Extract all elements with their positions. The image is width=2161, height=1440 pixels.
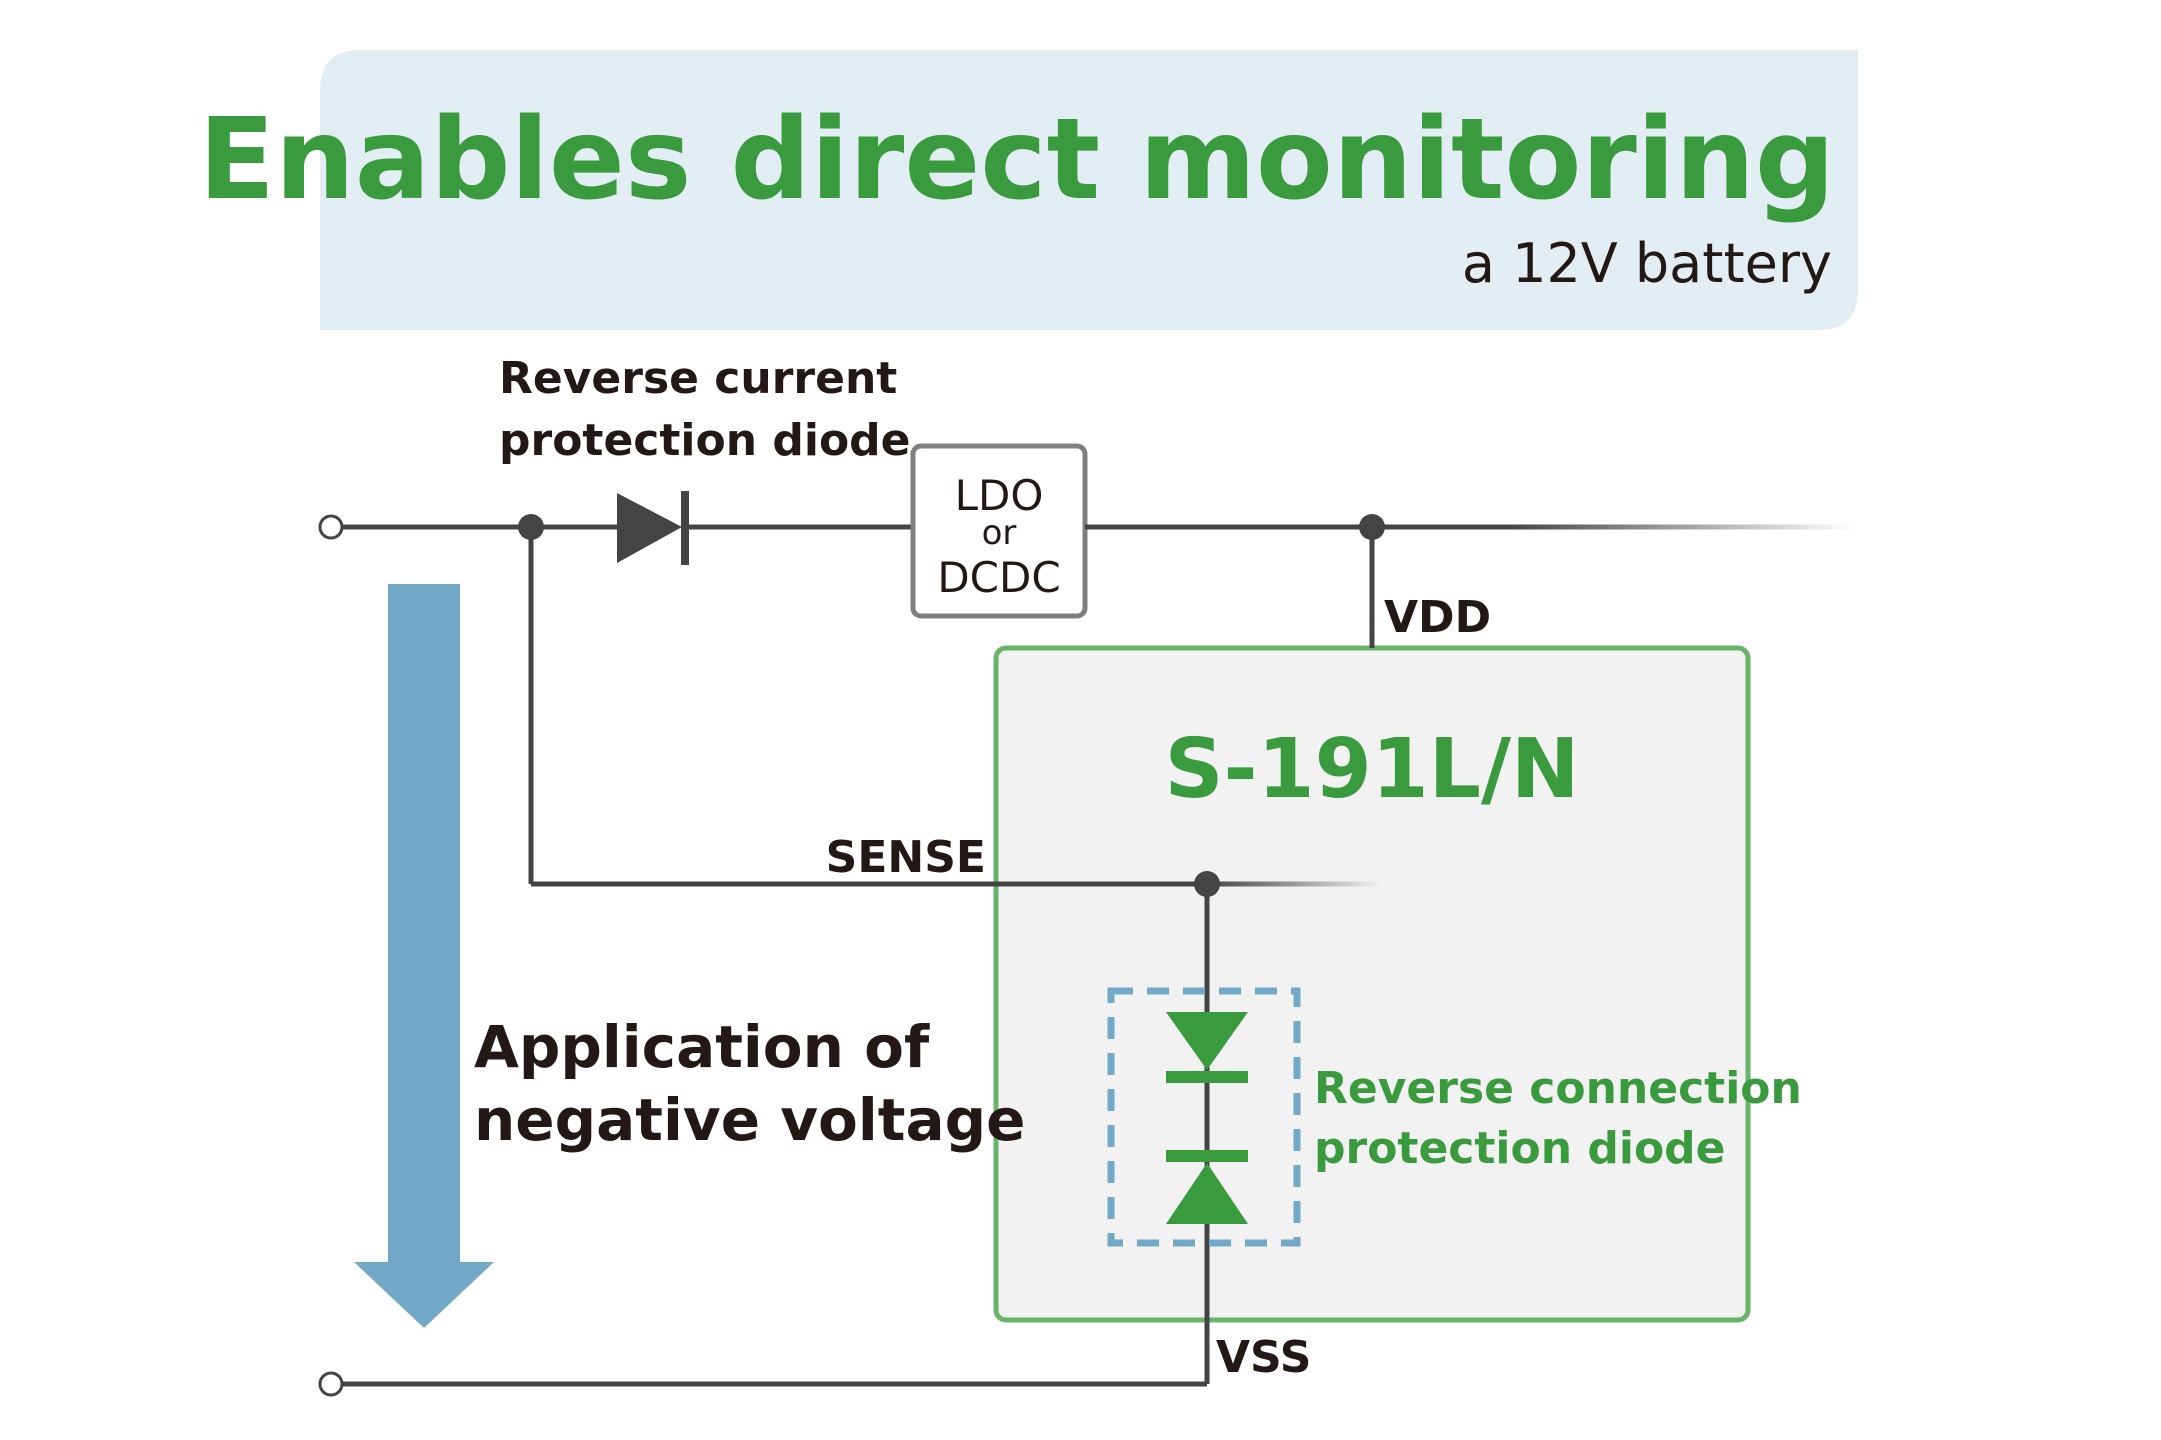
chip-name: S-191L/N: [1164, 722, 1579, 817]
dcdc-label: DCDC: [937, 553, 1060, 602]
reverse-current-label-1: Reverse current: [499, 353, 897, 404]
bottom-terminal: [318, 1371, 344, 1397]
protection-diode-lower-bar: [1166, 1150, 1248, 1162]
negative-voltage-label-2: negative voltage: [474, 1086, 1025, 1154]
negative-voltage-label-1: Application of: [474, 1013, 930, 1081]
reverse-current-diode-icon: [617, 493, 682, 563]
vdd-junction-dot: [1359, 514, 1385, 540]
vss-label: VSS: [1216, 1332, 1311, 1383]
negative-voltage-arrow-icon: [354, 1262, 494, 1328]
wire-sense-fade: [1207, 881, 1382, 887]
protection-diode-dashed-box: [1107, 987, 1301, 1247]
header-panel: [320, 50, 1858, 330]
ldo-dcdc-box: [910, 443, 1088, 619]
top-terminal: [318, 514, 344, 540]
protection-diode-upper-icon: [1166, 1012, 1248, 1070]
reverse-connection-label-2: protection diode: [1314, 1123, 1726, 1174]
header-title: Enables direct monitoring: [199, 95, 1835, 225]
protection-diode-upper-bar: [1166, 1071, 1248, 1083]
negative-voltage-arrow-shaft: [388, 584, 460, 1264]
left-junction-dot: [518, 514, 544, 540]
header-subtitle: a 12V battery: [1462, 232, 1832, 295]
reverse-current-label-2: protection diode: [499, 415, 911, 466]
ldo-or-label: or: [982, 513, 1017, 553]
sense-label: SENSE: [826, 832, 986, 883]
vdd-label: VDD: [1384, 592, 1491, 643]
wire-top-right: [1085, 524, 1855, 530]
protection-diode-lower-icon: [1166, 1163, 1248, 1224]
reverse-connection-label-1: Reverse connection: [1314, 1063, 1802, 1114]
ldo-label: LDO: [955, 471, 1044, 520]
